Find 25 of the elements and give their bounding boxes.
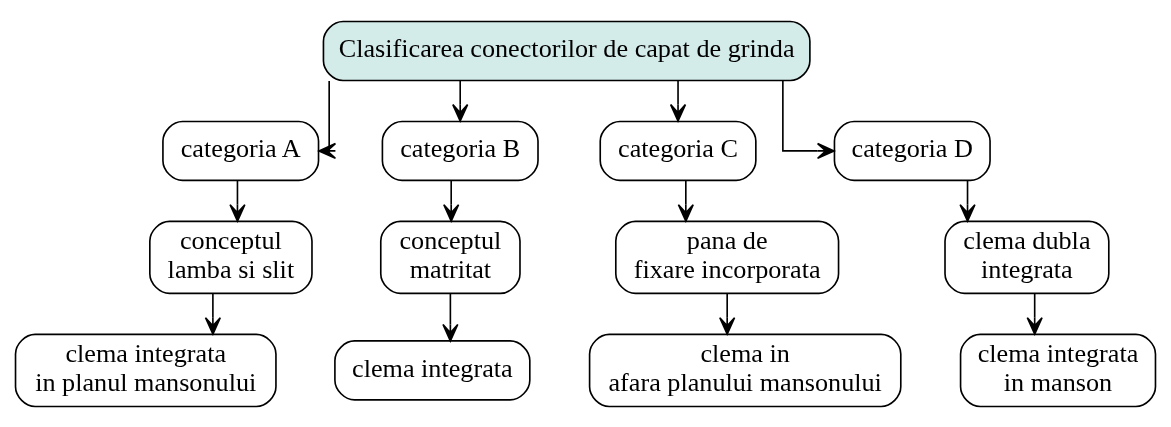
- node-box: pana de fixare incorporata: [614, 220, 840, 294]
- node-box: categoria B: [381, 120, 539, 181]
- arrow: [959, 179, 976, 222]
- node-box: clema integrata in manson: [959, 333, 1157, 407]
- node-box: clema integrata in planul mansonului: [14, 333, 277, 407]
- arrow: [677, 179, 694, 222]
- arrow: [718, 292, 736, 335]
- node-box: conceptul lamba si slit: [149, 220, 313, 294]
- arrow: [229, 179, 246, 222]
- arrow: [204, 292, 222, 335]
- arrow: [452, 79, 469, 122]
- node-box: categoria D: [833, 120, 991, 181]
- node-box: conceptul matritat: [379, 220, 521, 294]
- arrow: [318, 79, 337, 159]
- node-box: Clasificarea conectorilor de capat de grinda: [322, 20, 811, 81]
- arrow: [782, 79, 835, 159]
- arrow: [442, 292, 459, 342]
- arrow: [443, 179, 460, 222]
- arrow: [1026, 292, 1043, 335]
- node-box: clema integrata: [334, 339, 531, 401]
- node-box: clema in afara planului mansonului: [588, 333, 902, 407]
- node-box: categoria A: [162, 120, 320, 181]
- node-box: clema dubla integrata: [944, 220, 1110, 294]
- node-box: categoria C: [599, 120, 757, 181]
- arrow: [669, 79, 687, 122]
